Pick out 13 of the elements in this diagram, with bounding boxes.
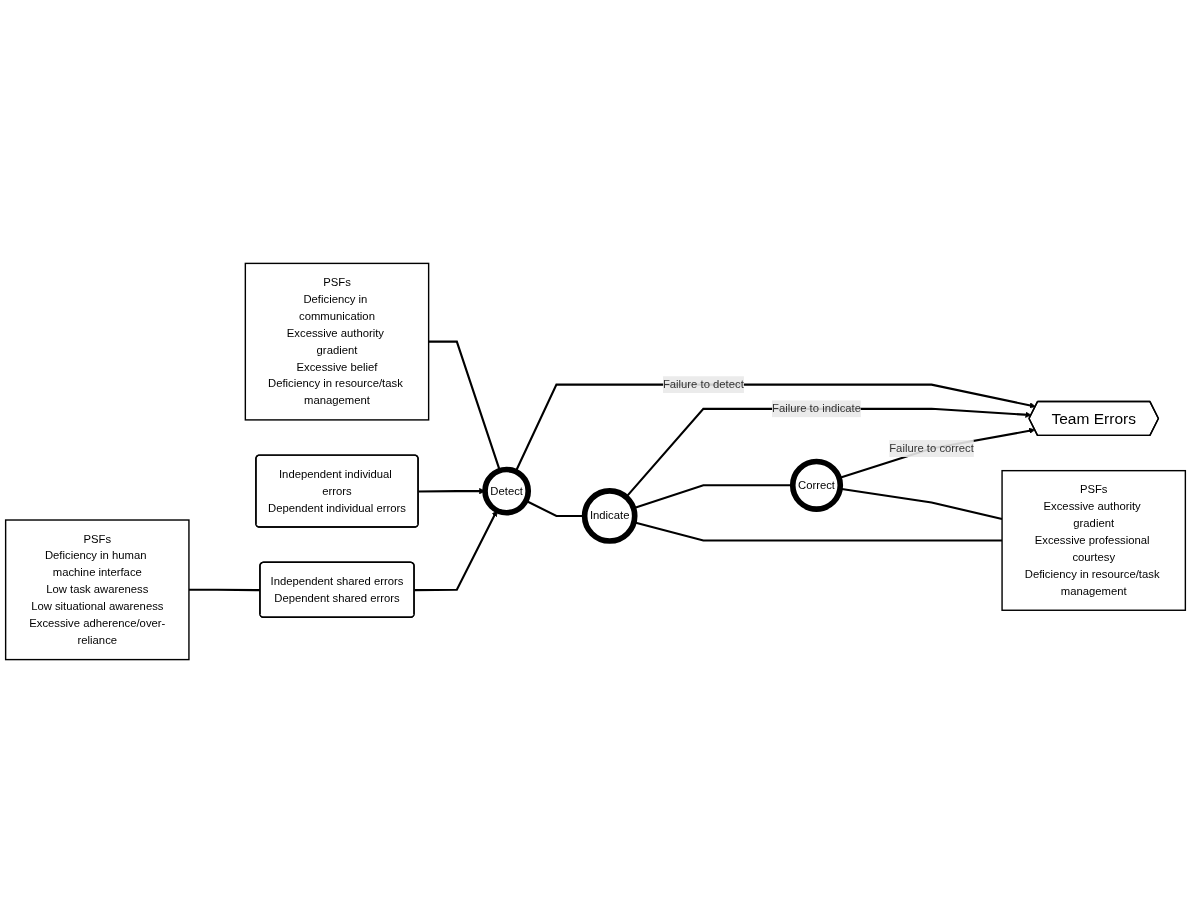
edge-label: Failure to indicate	[771, 402, 862, 415]
arrow	[625, 407, 1032, 498]
edge-label: Failure to detect	[662, 378, 744, 391]
node-circle: Correct	[789, 458, 844, 512]
node-box: PSFs Excessive authority gradient Excessive professional courtesy Deficiency in resource/task management	[1001, 469, 1187, 611]
node-box: PSFs Deficiency in communication Excessive authority gradient Excessive belief Deficiency in resource/task management	[244, 262, 430, 421]
node-circle: Detect	[482, 466, 532, 516]
node-box: PSFs Deficiency in human machine interface Low task awareness Low situational awareness Excessive adherence/over-reliance	[4, 519, 190, 661]
node-circle: Indicate	[581, 488, 638, 544]
arrow	[414, 510, 498, 592]
connector	[428, 340, 501, 471]
edge-label: Failure to correct	[889, 442, 974, 455]
arrow	[514, 383, 1036, 472]
